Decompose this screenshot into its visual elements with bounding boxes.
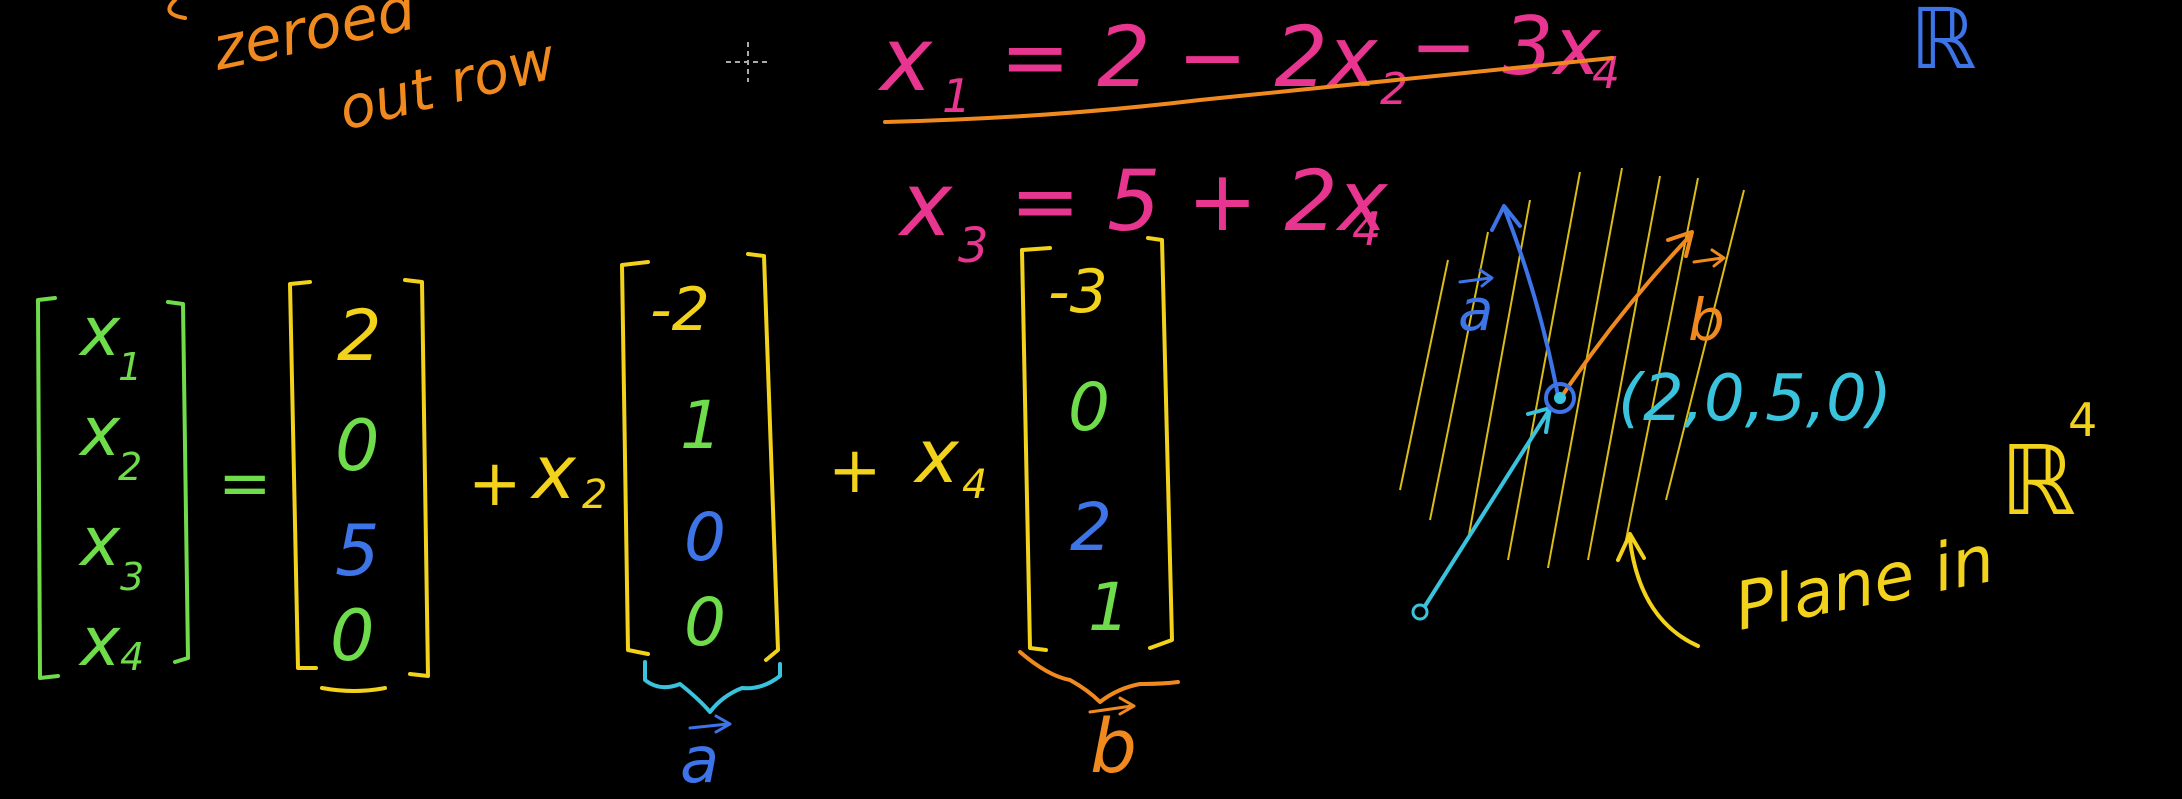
note-paren-stroke <box>167 0 187 20</box>
plane-vec-a-label-arrow <box>1458 268 1494 288</box>
lhs-entry-2: x <box>78 393 121 472</box>
lhs-entry-4: x <box>78 603 121 682</box>
constant-vector: 2 0 5 0 <box>288 278 430 693</box>
plane-vec-b-label-arrow <box>1692 248 1726 268</box>
lhs-vector: x 1 x 2 x 3 x 4 <box>36 293 190 682</box>
origin-point <box>1411 603 1429 621</box>
eq2-rhs-sub: 4 <box>1352 202 1381 256</box>
eq1-rhs-b: − 3x <box>1410 0 1602 93</box>
lhs-bracket-right <box>166 300 190 664</box>
vec-a-bracket-right <box>746 252 780 662</box>
lhs-bracket-left <box>36 296 60 680</box>
vec-b-entry-2: 0 <box>1068 369 1110 446</box>
vec-b-entry-1: -3 <box>1048 257 1108 327</box>
coef-x4-sub: 4 <box>962 462 987 508</box>
eq2-lhs-sub: 3 <box>958 218 989 274</box>
vec-b-brace <box>1018 650 1180 704</box>
const-entry-1: 2 <box>337 295 382 377</box>
vector-equation: x 1 x 2 x 3 x 4 = 2 0 5 0 + x 2 -2 1 <box>36 236 1180 798</box>
equals-sign: = <box>218 447 272 521</box>
plus-sign-2: + <box>828 434 882 508</box>
plane-point-marker <box>1544 382 1576 414</box>
lhs-entry-1-sub: 1 <box>118 345 142 389</box>
plane-vec-b-label: b <box>1688 286 1725 354</box>
lhs-entry-3: x <box>78 503 121 582</box>
vec-a-label: a <box>680 724 719 798</box>
const-entry-2: 0 <box>335 405 380 487</box>
plane-vec-b <box>1560 230 1694 398</box>
lhs-entry-3-sub: 3 <box>120 555 144 599</box>
eq2-lhs: x <box>897 153 953 256</box>
vec-b-bracket-left <box>1020 246 1052 652</box>
const-entry-4: 0 <box>330 595 375 677</box>
vec-a-entry-2: 1 <box>680 387 722 464</box>
caption-arrow <box>1616 532 1700 648</box>
lhs-entry-2-sub: 2 <box>118 445 142 489</box>
vec-b-label-arrow <box>1088 696 1136 716</box>
plane-vec-a-label: a <box>1458 276 1494 344</box>
eq1-rhs-sub-a: 2 <box>1380 64 1408 115</box>
eq2-rhs: = 5 + 2x <box>1010 152 1389 250</box>
vector-a: -2 1 0 0 a <box>620 252 782 798</box>
lhs-entry-4-sub: 4 <box>120 635 144 679</box>
equation-x3: x 3 = 5 + 2x 4 <box>897 152 1389 274</box>
eq1-lhs: x <box>877 8 933 111</box>
coef-x4: x <box>913 414 960 500</box>
const-bracket-right <box>403 278 430 678</box>
eq1-rhs-sub-b: 4 <box>1592 48 1620 99</box>
equation-x1: x 1 = 2 − 2x 2 − 3x 4 <box>877 0 1620 124</box>
const-bracket-left <box>288 280 318 670</box>
eq1-lhs-sub: 1 <box>942 69 971 123</box>
vec-a-entry-4: 0 <box>684 584 726 661</box>
top-left-note: zeroed out row <box>167 0 563 144</box>
vec-b-entry-4: 1 <box>1088 569 1130 646</box>
vec-a-entry-1: -2 <box>650 275 710 345</box>
vec-a-label-arrow <box>688 714 732 734</box>
plane-space-exponent: 4 <box>2068 393 2097 447</box>
plane-vec-a <box>1490 204 1560 398</box>
const-entry-3: 5 <box>335 510 380 592</box>
vec-a-bracket-left <box>620 260 650 656</box>
vec-b-bracket-right <box>1146 236 1174 650</box>
plane-space-symbol: ℝ <box>2000 425 2076 537</box>
plane-point-label: (2,0,5,0) <box>1618 362 1892 436</box>
vec-b-label: b <box>1090 704 1137 790</box>
coef-x2-sub: 2 <box>582 472 607 518</box>
vec-b-entry-3: 2 <box>1070 489 1112 566</box>
coef-x2: x <box>530 430 577 516</box>
eq1-underline <box>883 56 1614 124</box>
plane-caption: Plane in <box>1728 520 2000 646</box>
const-underline <box>320 686 387 693</box>
vec-a-entry-3: 0 <box>684 499 726 576</box>
vector-b: -3 0 2 1 b <box>1018 236 1180 790</box>
plus-sign-1: + <box>468 447 522 521</box>
eq1-rhs-a: = 2 − 2x <box>1000 8 1379 106</box>
corner-real-symbol: ℝ <box>1910 0 1977 88</box>
plane-sketch: a b (2,0,5,0) Plane in ℝ 4 <box>1399 167 2097 648</box>
plane-point-dot <box>1554 392 1566 404</box>
lhs-entry-1: x <box>78 293 121 372</box>
crosshair-icon <box>726 42 770 82</box>
vec-a-brace <box>643 660 782 714</box>
